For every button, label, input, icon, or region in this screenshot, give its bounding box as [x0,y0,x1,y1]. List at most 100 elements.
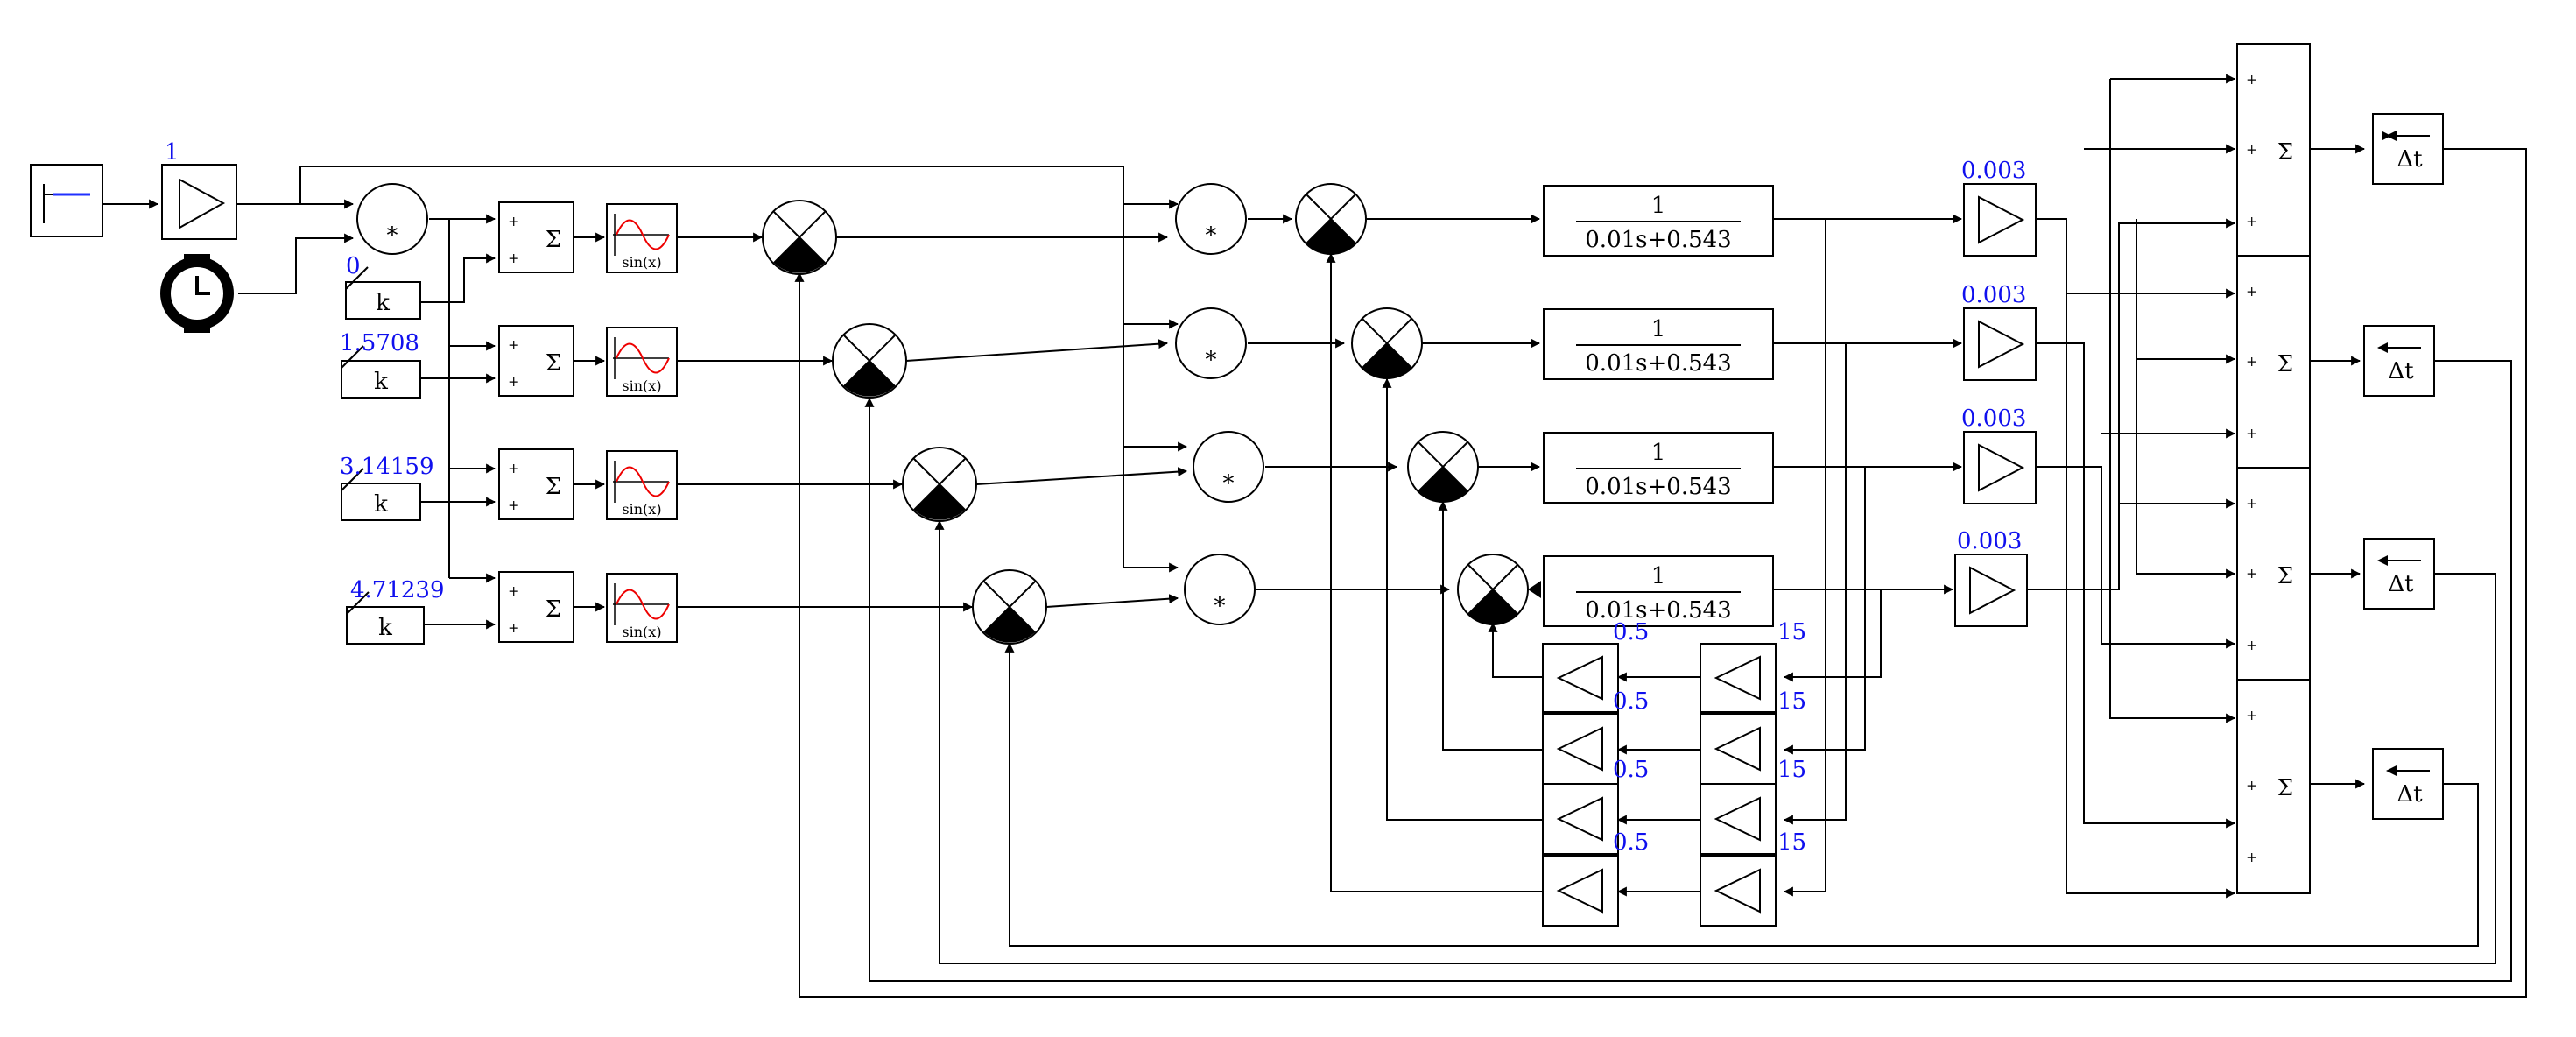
reference-comparator-1[interactable] [762,200,837,275]
svg-text:+: + [508,460,519,476]
phase-sum-block-2[interactable]: + + Σ [498,325,574,397]
phase-constant-block-3[interactable]: k 3.14159 [340,454,434,521]
svg-text:+: + [2246,141,2257,158]
svg-text:0.003: 0.003 [1957,528,2022,554]
svg-text:+: + [2246,565,2257,582]
feedback-gain-left-3[interactable]: 0.5 [1542,757,1649,855]
svg-text:+: + [2246,849,2257,865]
svg-text:∗: ∗ [1203,342,1219,369]
sine-label: sin(x) [622,254,661,271]
time-multiplier-block[interactable]: ∗ [356,183,428,255]
sine-label: sin(x) [622,377,661,394]
phase-sum-block-1[interactable]: + + Σ [498,201,574,273]
svg-text:1: 1 [1651,193,1666,219]
phase-constant-block-4[interactable]: k 4.71239 [346,577,445,645]
phase-constant-label-1: 0 [346,253,361,279]
transfer-function-block-2[interactable]: 1 0.01s+0.543 [1543,308,1774,380]
sum-symbol: Σ [545,350,561,377]
feedback-gain-left-4[interactable]: 0.5 [1542,829,1649,927]
feedback-gain-right-2[interactable]: 15 [1700,688,1806,785]
reference-comparator-4[interactable] [972,569,1047,645]
multiplier-block-4[interactable]: ∗ [1184,554,1256,625]
error-comparator-3[interactable] [1407,431,1479,503]
feedback-gain-left-1[interactable]: 0.5 [1542,619,1649,713]
svg-text:15: 15 [1777,619,1806,645]
svg-text:Δt: Δt [2397,146,2423,173]
feedback-gain-right-4[interactable]: 15 [1700,829,1806,927]
svg-text:+: + [2246,425,2257,441]
svg-text:∗: ∗ [1221,466,1236,492]
coupling-sum-block-2[interactable]: + + + Σ [2236,255,2311,469]
multiplier-block-3[interactable]: ∗ [1193,431,1264,503]
phase-sum-block-3[interactable]: + + Σ [498,448,574,520]
svg-text:0.01s+0.543: 0.01s+0.543 [1585,597,1731,624]
constant-symbol: k [374,491,388,518]
svg-text:+: + [2246,707,2257,723]
transfer-function-block-3[interactable]: 1 0.01s+0.543 [1543,432,1774,504]
step-source-block[interactable] [30,164,103,237]
output-gain-block-4[interactable]: 0.003 [1954,528,2028,627]
phase-sum-block-4[interactable]: + + Σ [498,571,574,643]
transfer-function-block-4[interactable]: 1 0.01s+0.543 [1543,555,1774,627]
svg-text:+: + [2246,637,2257,653]
sine-block-3[interactable]: sin(x) [606,450,678,520]
coupling-sum-block-3[interactable]: + + + Σ [2236,467,2311,681]
phase-constant-block-1[interactable]: k 0 [345,253,421,320]
svg-text:1: 1 [1651,563,1666,589]
svg-text:∗: ∗ [1203,218,1219,244]
svg-text:Σ: Σ [2277,775,2293,801]
svg-text:+: + [508,213,519,229]
feedback-gain-left-2[interactable]: 0.5 [1542,688,1649,785]
output-gain-block-1[interactable]: 0.003 [1961,158,2037,257]
coupling-sum-block-4[interactable]: + + + Σ [2236,679,2311,894]
svg-text:+: + [508,336,519,353]
svg-text:+: + [508,373,519,390]
phase-constant-label-4: 4.71239 [350,577,445,603]
sine-label: sin(x) [622,624,661,640]
error-comparator-4[interactable] [1457,554,1541,625]
delay-block-1[interactable]: Δt [2372,113,2444,185]
sine-block-1[interactable]: sin(x) [606,203,678,273]
svg-text:∗: ∗ [1212,589,1228,615]
svg-text:Δt: Δt [2388,571,2414,597]
input-gain-block[interactable]: 1 [161,139,237,240]
svg-text:1: 1 [1651,440,1666,466]
reference-comparator-3[interactable] [902,447,977,522]
svg-text:+: + [2246,353,2257,370]
svg-text:0.01s+0.543: 0.01s+0.543 [1585,227,1731,253]
output-gain-block-3[interactable]: 0.003 [1961,406,2037,504]
svg-text:0.003: 0.003 [1961,282,2026,308]
svg-text:0.01s+0.543: 0.01s+0.543 [1585,474,1731,500]
signal-wires [102,74,2527,998]
phase-constant-block-2[interactable]: k 1.5708 [340,330,421,399]
delay-block-3[interactable]: Δt [2363,538,2435,610]
input-gain-label: 1 [165,139,179,166]
error-comparator-2[interactable] [1351,307,1423,379]
feedback-gain-right-3[interactable]: 15 [1700,757,1806,855]
sum-symbol: Σ [545,596,561,623]
reference-comparator-2[interactable] [832,323,907,399]
sum-symbol: Σ [545,227,561,253]
clock-block[interactable] [160,254,234,333]
svg-text:+: + [2246,283,2257,300]
phase-constant-label-2: 1.5708 [340,330,419,356]
constant-symbol: k [378,615,392,641]
svg-text:+: + [2246,71,2257,88]
sine-block-2[interactable]: sin(x) [606,327,678,397]
multiplier-block-1[interactable]: ∗ [1175,183,1247,255]
output-gain-block-2[interactable]: 0.003 [1961,282,2037,381]
sine-label: sin(x) [622,501,661,518]
svg-text:Δt: Δt [2388,358,2414,384]
error-comparator-1[interactable] [1295,183,1367,255]
multiplier-block-2[interactable]: ∗ [1175,307,1247,379]
transfer-function-block-1[interactable]: 1 0.01s+0.543 [1543,185,1774,257]
svg-text:+: + [2246,495,2257,511]
feedback-gain-right-1[interactable]: 15 [1700,619,1806,713]
delay-block-4[interactable]: Δt [2372,748,2444,820]
coupling-sum-block-1[interactable]: + + + Σ [2236,43,2311,257]
delay-block-2[interactable]: Δt [2363,325,2435,397]
sine-block-4[interactable]: sin(x) [606,573,678,643]
time-multiplier-symbol: ∗ [384,218,400,244]
svg-text:0.5: 0.5 [1613,757,1649,783]
